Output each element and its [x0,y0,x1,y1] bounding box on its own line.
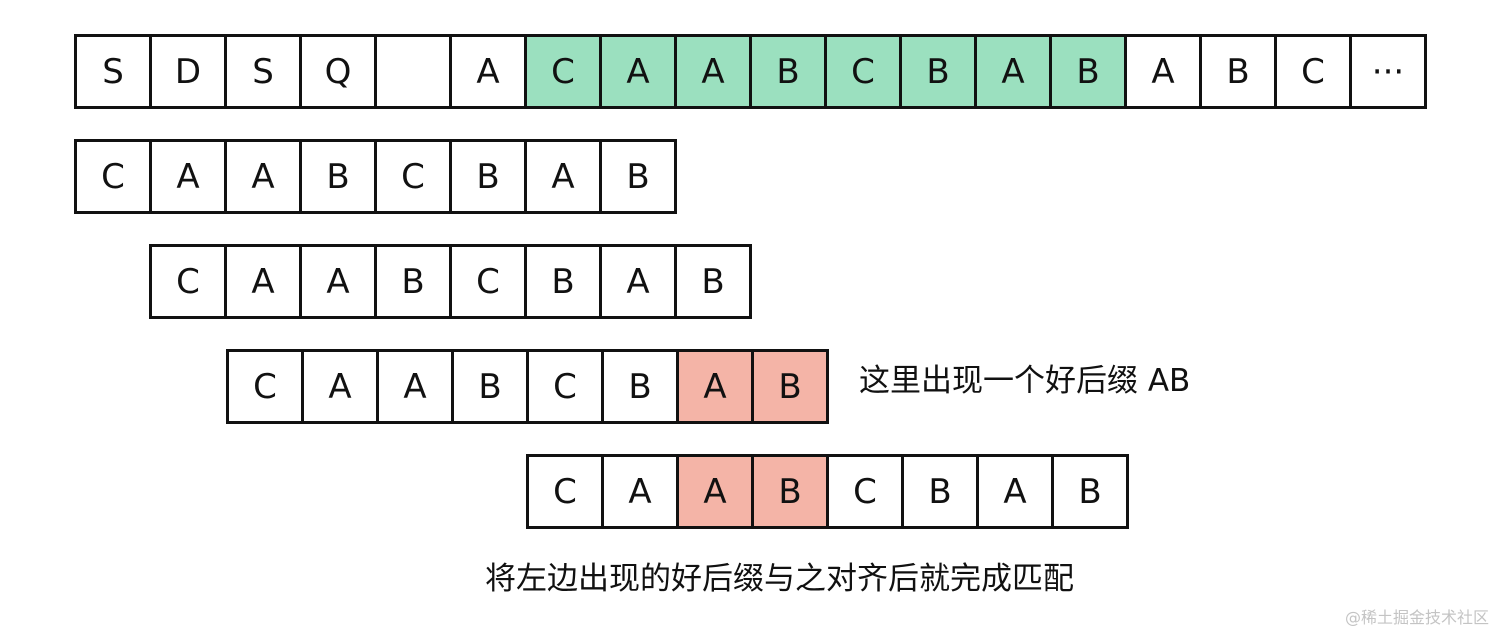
pattern-cell: B [374,247,449,316]
pattern-cell: C [826,457,901,526]
text-cell: ··· [1349,37,1424,106]
pattern-cell: A [224,142,299,211]
pattern-cell: C [152,247,224,316]
pattern-cell: C [229,352,301,421]
pattern-cell: A [601,457,676,526]
pattern-cell: C [449,247,524,316]
text-cell: D [149,37,224,106]
pattern-cell: A [599,247,674,316]
text-cell: A [449,37,524,106]
pattern-cell: B [299,142,374,211]
watermark: @稀土掘金技术社区 [1344,608,1489,627]
text-cell: B [1199,37,1274,106]
pattern-cell: A [224,247,299,316]
text-cell: A [674,37,749,106]
text-cell: B [749,37,824,106]
pattern-cell: B [901,457,976,526]
pattern-cell: B [674,247,749,316]
pattern-cell: A [676,352,751,421]
pattern-cell: C [529,457,601,526]
pattern-cell: B [1051,457,1126,526]
text-cell: S [77,37,149,106]
text-cell [374,37,449,106]
pattern-cell: B [524,247,599,316]
pattern-cell: B [451,352,526,421]
pattern-cell: A [149,142,224,211]
pattern-cell: B [751,457,826,526]
pattern-cell: C [374,142,449,211]
pattern-cell: C [77,142,149,211]
text-cell: C [524,37,599,106]
text-cell: B [899,37,974,106]
text-cell: A [1124,37,1199,106]
pattern-cell: A [301,352,376,421]
pattern-cell: B [449,142,524,211]
pattern-cell: A [524,142,599,211]
pattern-cell: A [676,457,751,526]
pattern-cell: C [526,352,601,421]
text-cell: C [1274,37,1349,106]
text-cell: A [974,37,1049,106]
pattern-cell: A [299,247,374,316]
pattern-cell: B [751,352,826,421]
pattern-cell: A [976,457,1051,526]
align-annotation: 将左边出现的好后缀与之对齐后就完成匹配 [485,561,1074,597]
pattern-cell: B [599,142,674,211]
text-cell: A [599,37,674,106]
text-cell: S [224,37,299,106]
text-cell: B [1049,37,1124,106]
text-cell: Q [299,37,374,106]
pattern-cell: A [376,352,451,421]
text-cell: C [824,37,899,106]
pattern-cell: B [601,352,676,421]
good-suffix-annotation: 这里出现一个好后缀 AB [859,363,1191,399]
